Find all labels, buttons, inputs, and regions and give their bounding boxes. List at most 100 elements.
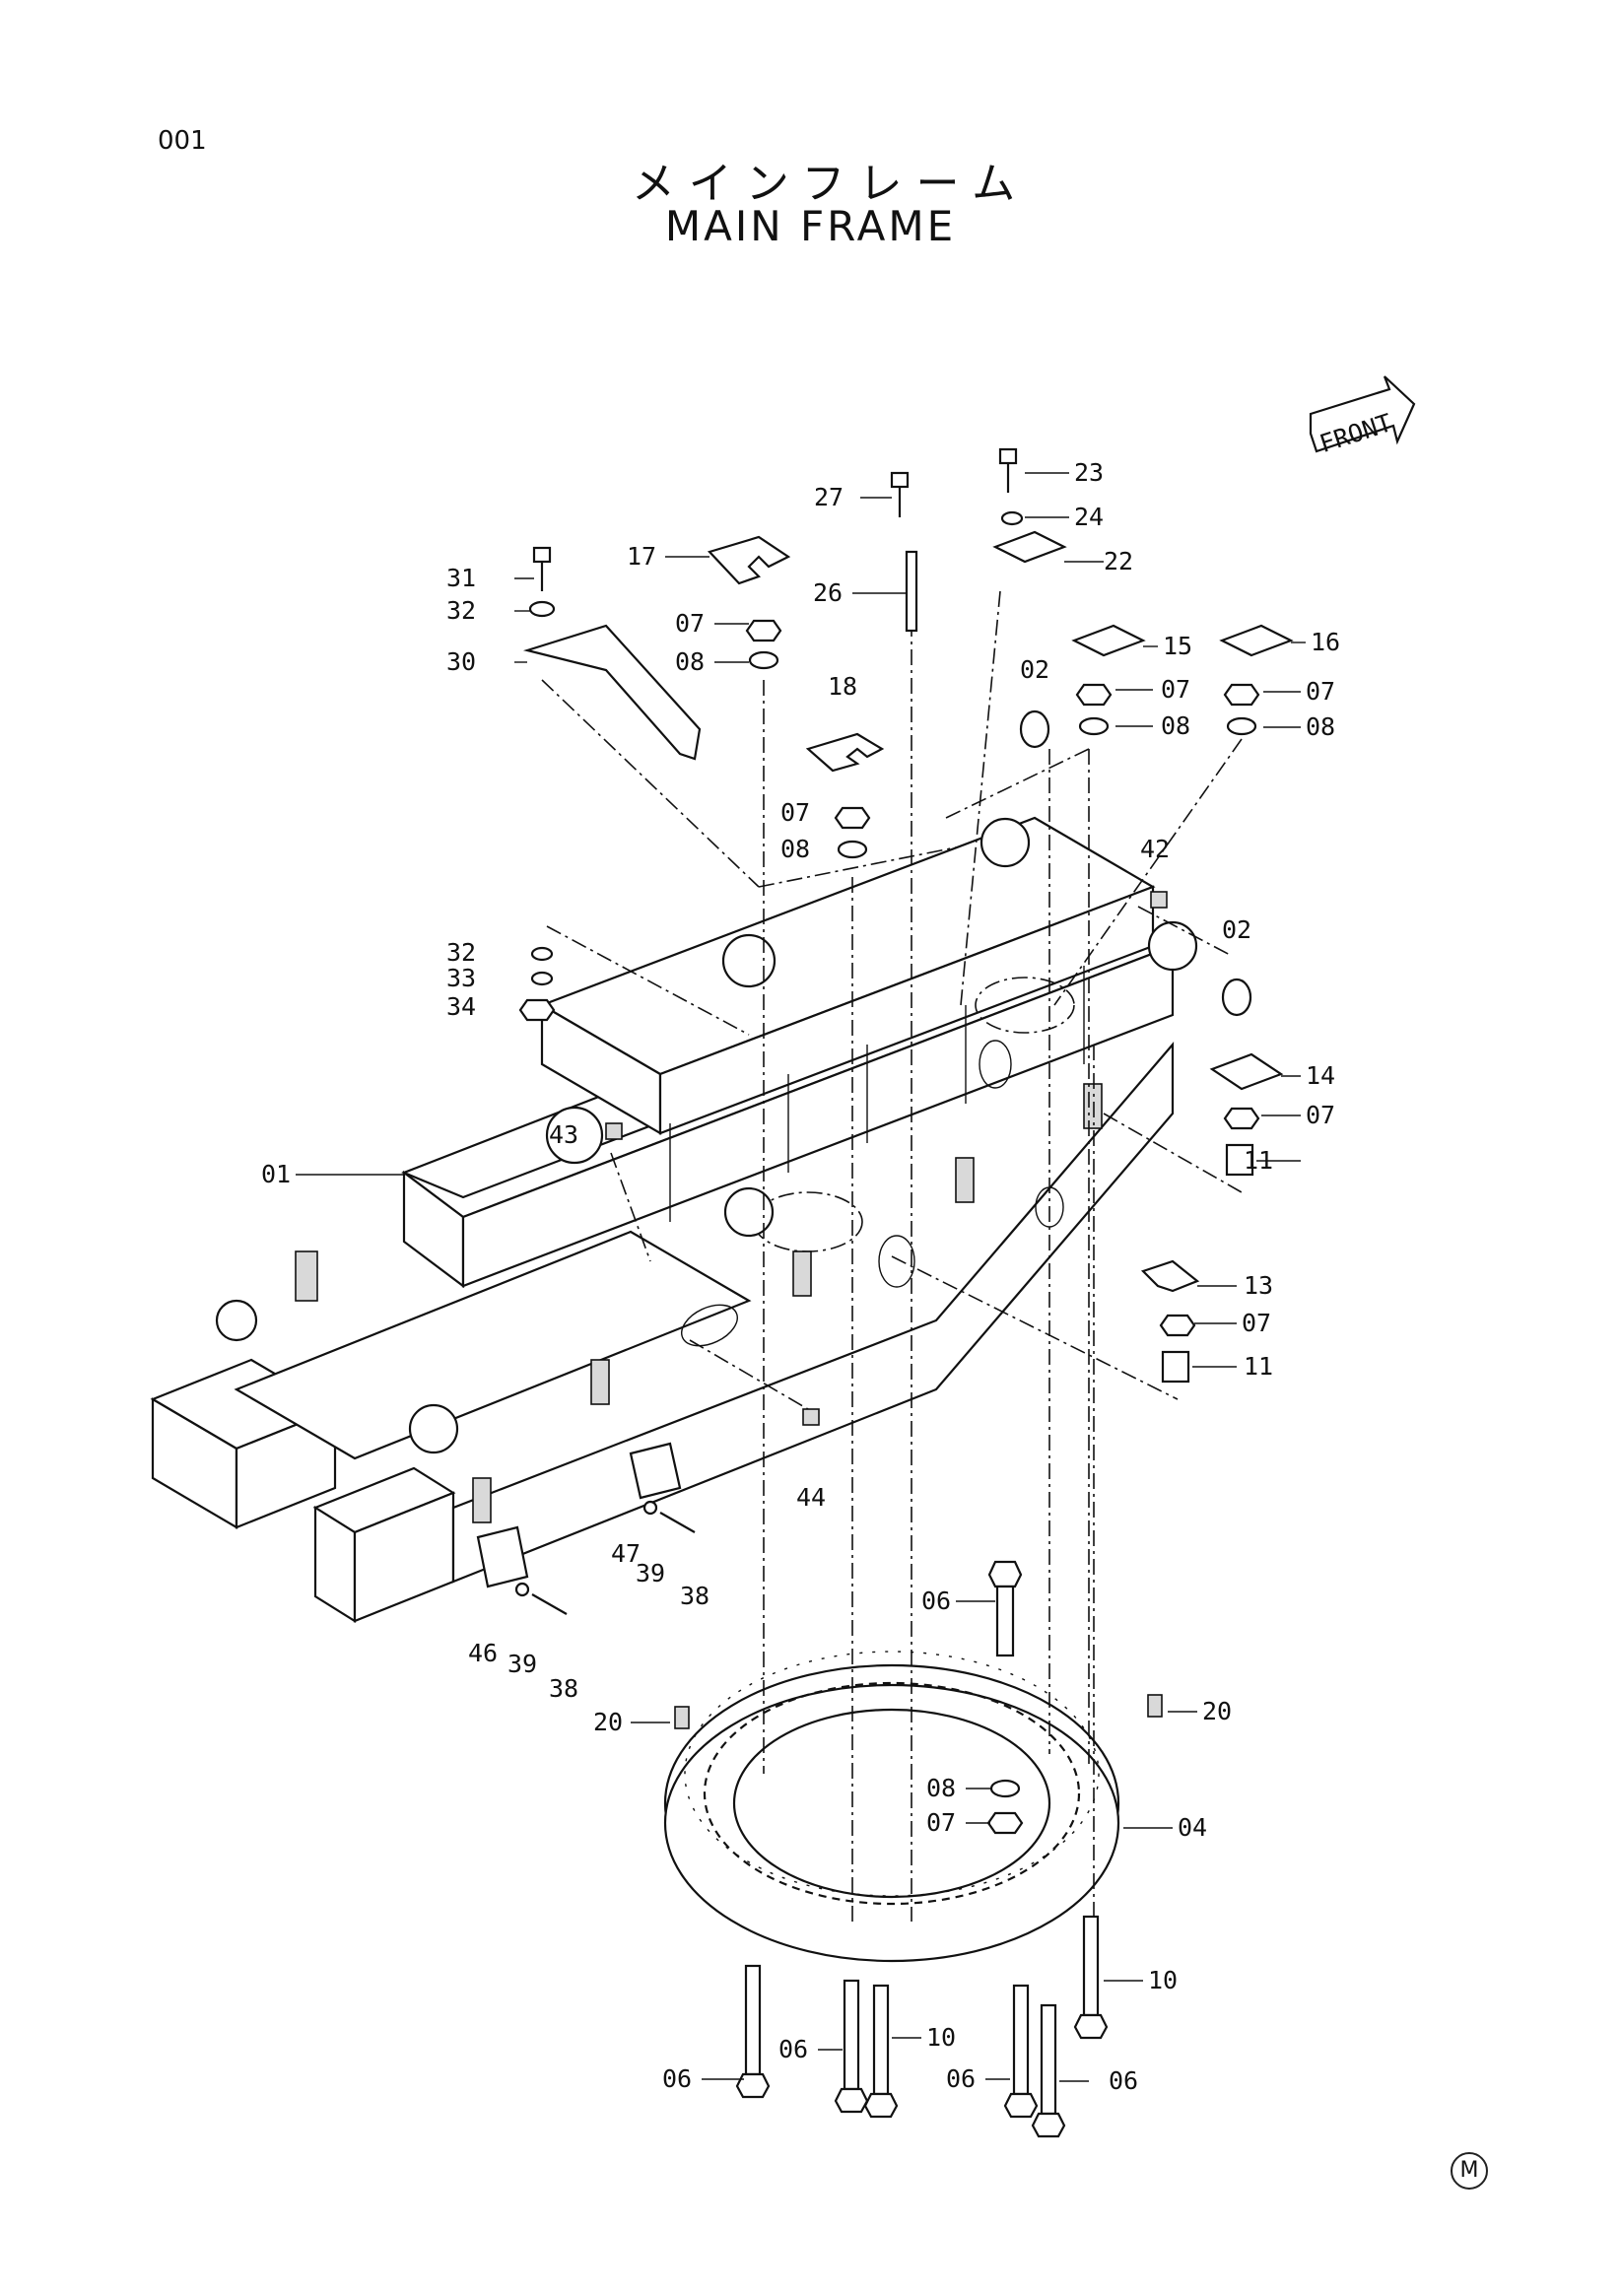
plug-20a-icon xyxy=(674,1706,690,1729)
nut-11a-icon xyxy=(1225,1143,1254,1177)
plug-43-icon xyxy=(605,1122,623,1140)
part-label-06a: 06 xyxy=(921,1587,951,1615)
bushing-02a-icon xyxy=(1019,709,1050,749)
washer-33-icon xyxy=(530,971,554,986)
part-label-20a: 20 xyxy=(593,1708,623,1736)
part-label-31: 31 xyxy=(446,564,476,592)
part-label-20b: 20 xyxy=(1202,1697,1232,1725)
part-label-32b: 32 xyxy=(446,938,476,967)
plate-30-icon xyxy=(522,624,702,761)
part-label-07d: 07 xyxy=(1306,677,1335,706)
pin-26-icon xyxy=(905,550,918,633)
swing-circle-ring xyxy=(663,1651,1120,1963)
part-label-08e: 08 xyxy=(926,1774,956,1802)
bolt-27-icon xyxy=(890,471,910,517)
part-label-34: 34 xyxy=(446,992,476,1021)
washer-08e-icon xyxy=(989,1779,1021,1798)
part-label-01: 01 xyxy=(261,1160,291,1188)
bolt-38b-icon xyxy=(531,1593,568,1615)
nut-07-icon xyxy=(518,619,1260,1835)
part-label-07b: 07 xyxy=(780,798,810,827)
washer-39a-icon xyxy=(642,1500,658,1516)
part-label-17: 17 xyxy=(627,542,656,571)
part-label-14: 14 xyxy=(1306,1061,1335,1090)
part-label-02a: 02 xyxy=(1020,655,1049,684)
part-label-11a: 11 xyxy=(1244,1146,1273,1175)
part-label-39b: 39 xyxy=(507,1650,537,1678)
part-label-47: 47 xyxy=(611,1539,641,1568)
label-leaders xyxy=(296,472,1306,2082)
front-label: FRONT xyxy=(1317,408,1396,458)
leader-lines xyxy=(541,590,1243,1971)
part-label-23: 23 xyxy=(1074,458,1104,487)
part-label-11b: 11 xyxy=(1244,1352,1273,1381)
plate-17-icon xyxy=(707,535,791,585)
part-label-18: 18 xyxy=(828,672,857,701)
part-label-08d: 08 xyxy=(1306,712,1335,741)
cover-22-icon xyxy=(992,530,1067,564)
plug-20b-icon xyxy=(1147,1694,1163,1718)
nut-11b-icon xyxy=(1161,1350,1190,1384)
bolts-below-ring-icon xyxy=(735,1915,1109,2138)
part-label-10b: 10 xyxy=(926,2023,956,2052)
part-label-08c: 08 xyxy=(1161,711,1190,740)
bracket-47-icon xyxy=(629,1442,682,1500)
plug-44-icon xyxy=(802,1408,820,1426)
bolt-23-icon xyxy=(998,447,1018,493)
bolt-31-icon xyxy=(532,546,552,591)
part-label-08a: 08 xyxy=(675,647,705,676)
part-label-06c: 06 xyxy=(778,2035,808,2063)
plug-42-icon xyxy=(1150,891,1168,909)
part-label-26: 26 xyxy=(813,578,843,607)
washer-32b-icon xyxy=(530,946,554,962)
part-label-07a: 07 xyxy=(675,609,705,638)
page-number: 001 xyxy=(158,126,207,156)
part-number-labels: 01 02 02 04 06 06 06 06 06 06 07 07 07 0… xyxy=(261,458,1340,2095)
part-label-10a: 10 xyxy=(1148,1966,1178,1994)
part-label-30: 30 xyxy=(446,647,476,676)
part-label-07g: 07 xyxy=(926,1808,956,1837)
corner-mark: M xyxy=(1451,2152,1488,2190)
part-label-02b: 02 xyxy=(1222,915,1251,944)
bolt-38a-icon xyxy=(659,1512,696,1533)
washer-08a-icon xyxy=(748,650,779,670)
part-label-32a: 32 xyxy=(446,596,476,625)
washer-08b-icon xyxy=(837,840,868,859)
plate-16-icon xyxy=(1219,624,1294,657)
part-graphics xyxy=(476,447,1294,2138)
part-label-27: 27 xyxy=(814,483,844,511)
part-label-07c: 07 xyxy=(1161,675,1190,704)
part-label-38b: 38 xyxy=(549,1674,578,1703)
part-label-13: 13 xyxy=(1244,1271,1273,1300)
part-label-07f: 07 xyxy=(1242,1309,1271,1337)
part-label-39a: 39 xyxy=(636,1559,665,1587)
bolt-06-large-icon xyxy=(987,1560,1023,1657)
part-label-06b: 06 xyxy=(662,2064,692,2093)
part-label-44: 44 xyxy=(796,1483,826,1512)
part-label-04: 04 xyxy=(1178,1813,1207,1842)
washer-32-icon xyxy=(528,600,556,618)
front-arrow-icon: FRONT xyxy=(1309,375,1416,458)
part-label-08b: 08 xyxy=(780,835,810,863)
part-label-16: 16 xyxy=(1311,628,1340,656)
part-label-43: 43 xyxy=(549,1120,578,1149)
main-frame-body xyxy=(150,816,1198,1623)
part-label-24: 24 xyxy=(1074,503,1104,531)
part-label-06d: 06 xyxy=(946,2064,976,2093)
part-label-07e: 07 xyxy=(1306,1101,1335,1129)
part-label-33: 33 xyxy=(446,964,476,992)
plate-15-icon xyxy=(1071,624,1146,657)
part-label-46: 46 xyxy=(468,1639,498,1667)
bushing-02b-icon xyxy=(1221,978,1252,1017)
plate-14-icon xyxy=(1209,1052,1284,1091)
plate-18-icon xyxy=(805,732,885,773)
bracket-46-icon xyxy=(476,1525,529,1588)
part-label-42: 42 xyxy=(1140,835,1170,863)
washer-39b-icon xyxy=(514,1582,530,1597)
washer-08d-icon xyxy=(1226,716,1257,736)
page-title-english: MAIN FRAME xyxy=(664,202,957,250)
washer-24-icon xyxy=(1000,510,1024,526)
page-title-japanese: メインフレーム xyxy=(631,159,1030,209)
part-label-15: 15 xyxy=(1163,632,1192,660)
